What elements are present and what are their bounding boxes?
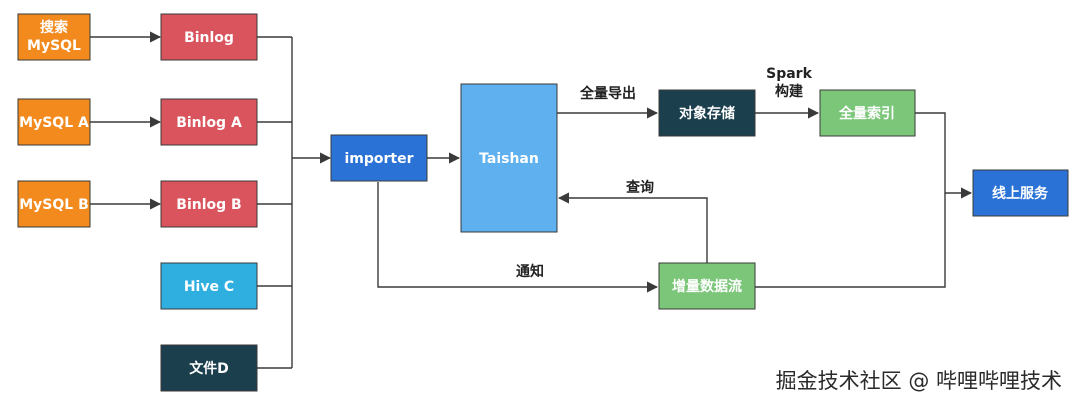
node-binlog-a-label: Binlog A (176, 115, 242, 131)
edge-importer-to-incremental-stream-notify (377, 182, 659, 293)
node-hive-c: Hive C (160, 262, 258, 310)
node-mysql-a: MySQL A (17, 98, 91, 146)
edge-incremental-stream-to-taishan-query (557, 192, 708, 263)
edge-label-spark-line1: Spark (766, 66, 812, 82)
node-binlog-a: Binlog A (160, 98, 258, 146)
node-search-mysql: 搜索 MySQL (17, 13, 91, 61)
node-taishan: Taishan (460, 83, 558, 233)
watermark: 掘金技术社区 @ 哔哩哔哩技术 (775, 369, 1062, 393)
edge-full-index-to-online-service (915, 112, 973, 199)
node-full-index-label: 全量索引 (838, 105, 895, 122)
edge-label-full-export: 全量导出 (579, 85, 636, 102)
node-object-storage: 对象存储 (658, 89, 756, 137)
node-online-service: 线上服务 (972, 169, 1069, 217)
edge-incremental-stream-to-online-service (755, 193, 946, 288)
node-importer: importer (330, 134, 428, 182)
node-mysql-b-label: MySQL B (19, 197, 89, 213)
node-file-d-label: 文件D (189, 360, 229, 377)
node-online-service-label: 线上服务 (992, 185, 1049, 202)
node-incremental-stream: 增量数据流 (658, 262, 756, 310)
node-object-storage-label: 对象存储 (679, 105, 735, 122)
node-search-mysql-label-line1: 搜索 (40, 19, 68, 36)
node-taishan-label: Taishan (479, 151, 539, 167)
node-file-d: 文件D (160, 344, 258, 392)
node-binlog-b: Binlog B (160, 180, 258, 228)
node-full-index: 全量索引 (819, 89, 916, 137)
edge-label-query: 查询 (626, 179, 654, 196)
edge-label-notify: 通知 (516, 263, 544, 280)
node-binlog: Binlog (160, 13, 258, 61)
node-incremental-stream-label: 增量数据流 (672, 278, 742, 295)
node-binlog-label: Binlog (184, 30, 234, 46)
node-mysql-a-label: MySQL A (19, 115, 89, 131)
node-search-mysql-label-line2: MySQL (27, 38, 81, 54)
node-importer-label: importer (344, 151, 413, 167)
node-binlog-b-label: Binlog B (176, 197, 241, 213)
edge-label-spark-line2: 构建 (775, 83, 803, 100)
node-mysql-b: MySQL B (17, 180, 91, 228)
node-hive-c-label: Hive C (184, 279, 234, 295)
